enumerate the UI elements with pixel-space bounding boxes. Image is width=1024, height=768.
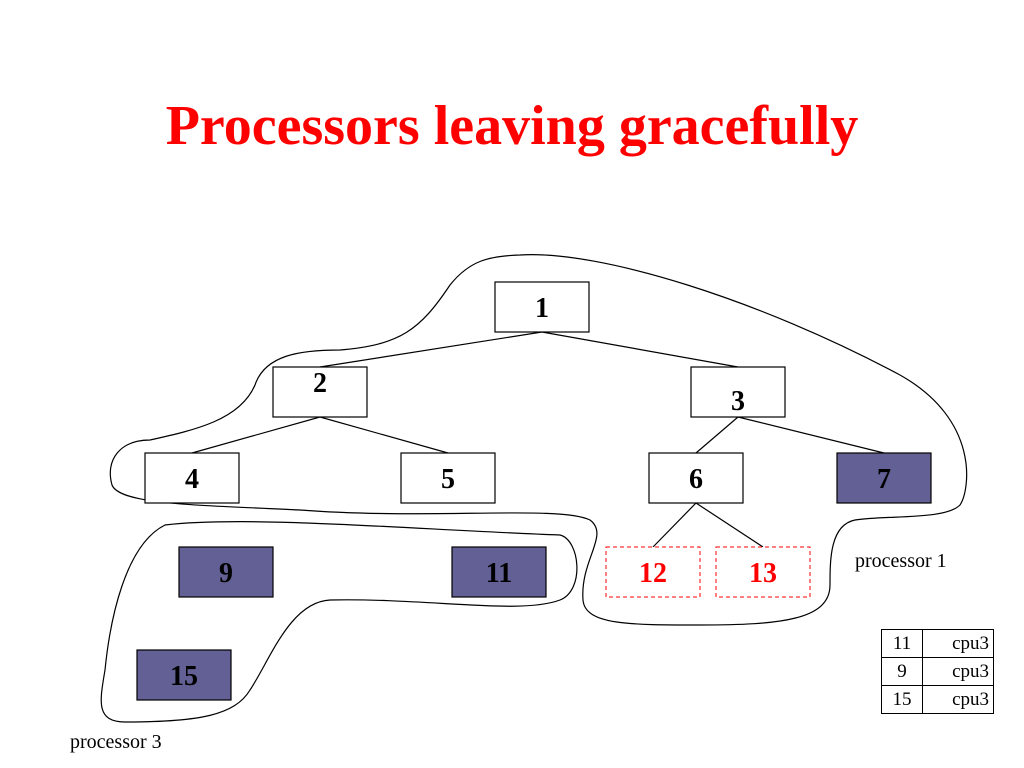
edges-layer <box>191 331 885 548</box>
mapping-processor: cpu3 <box>922 657 994 686</box>
tree-node-13-label: 13 <box>749 558 777 589</box>
tree-node-11: 11 <box>451 546 547 598</box>
processor-1-label: processor 1 <box>855 550 947 572</box>
tree-node-6: 6 <box>648 452 744 504</box>
mapping-node-id: 15 <box>881 685 923 714</box>
tree-node-4-box <box>144 452 240 504</box>
edge-6-13 <box>695 502 764 548</box>
processor-1-region <box>109 254 968 626</box>
tree-node-5-box <box>400 452 496 504</box>
mapping-node-id: 11 <box>881 629 923 658</box>
tree-node-13: 13 <box>715 546 811 598</box>
tree-node-1-box <box>494 281 590 333</box>
tree-node-12-label: 12 <box>639 558 667 589</box>
tree-node-2: 2 <box>272 366 368 418</box>
tree-node-6-label: 6 <box>689 464 703 495</box>
tree-node-7: 7 <box>836 452 932 504</box>
tree-node-15: 15 <box>136 649 232 701</box>
edge-3-6 <box>695 416 739 454</box>
tree-node-11-label: 11 <box>486 558 512 589</box>
tree-node-5: 5 <box>400 452 496 504</box>
tree-node-1-label: 1 <box>535 293 549 324</box>
mapping-processor: cpu3 <box>922 629 994 658</box>
page-title: Processors leaving gracefully <box>165 95 859 157</box>
tree-node-3-box <box>690 366 786 418</box>
tree-node-7-label: 7 <box>877 464 891 495</box>
tree-node-5-label: 5 <box>441 464 455 495</box>
edge-2-4 <box>191 416 321 454</box>
tree-node-9-box <box>178 546 274 598</box>
tree-node-4-label: 4 <box>185 464 199 495</box>
edge-3-7 <box>737 416 885 454</box>
tree-node-13-box <box>715 546 811 598</box>
tree-node-3: 3 <box>690 366 786 418</box>
tree-node-2-label: 2 <box>313 368 327 399</box>
tree-node-9-label: 9 <box>219 558 233 589</box>
edge-1-2 <box>319 331 543 368</box>
tree-node-6-box <box>648 452 744 504</box>
tree-node-1: 1 <box>494 281 590 333</box>
edge-6-12 <box>652 502 697 548</box>
processor-3-label: processor 3 <box>70 731 162 753</box>
tree-node-15-box <box>136 649 232 701</box>
tree-node-11-box <box>451 546 547 598</box>
tree-node-12: 12 <box>605 546 701 598</box>
edge-2-5 <box>319 416 449 454</box>
tree-node-7-box <box>836 452 932 504</box>
processor-3-region <box>100 521 578 723</box>
edge-1-3 <box>541 331 739 368</box>
tree-node-4: 4 <box>144 452 240 504</box>
mapping-processor: cpu3 <box>922 685 994 714</box>
tree-node-3-label: 3 <box>731 386 745 417</box>
tree-node-9: 9 <box>178 546 274 598</box>
mapping-node-id: 9 <box>881 657 923 686</box>
tree-node-2-box <box>272 366 368 418</box>
tree-node-12-box <box>605 546 701 598</box>
tree-node-15-label: 15 <box>170 661 198 692</box>
